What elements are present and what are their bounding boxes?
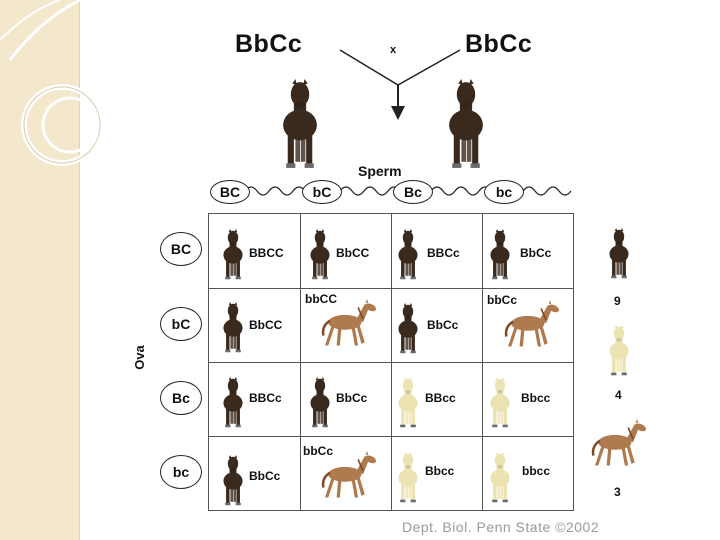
grid-line [209,362,573,363]
sperm-gamete: bc [484,180,524,204]
ova-gamete: bC [160,307,202,341]
cell-genotype: Bbcc [521,391,551,405]
cell-genotype: bbCc [303,444,333,458]
ova-gamete: Bc [160,381,202,415]
phenotype-count: 3 [614,485,621,499]
cell-genotype: BBcc [425,391,456,405]
decorative-swirl [0,0,103,166]
cell-genotype: bbcc [522,464,551,478]
cell-genotype: BBCc [427,246,460,260]
horse-summary [590,416,648,477]
horse-offspring [503,297,561,358]
horse-offspring [395,452,421,509]
phenotype-count: 9 [614,294,621,308]
sperm-tails [244,186,572,196]
sperm-gamete: bC [302,180,342,204]
sperm-gamete: Bc [393,180,433,204]
horse-offspring [220,377,246,434]
cell-genotype: BbCc [336,391,368,405]
horse-offspring [307,229,333,286]
mother-genotype: BbCc [235,30,303,58]
horse-offspring [307,377,333,434]
sperm-title: Sperm [358,163,402,179]
cell-genotype: bbCc [487,293,517,307]
horse-offspring [395,303,421,360]
horse-parent-mother [277,76,323,179]
cross-sign: x [390,44,397,56]
cell-genotype: Bbcc [425,464,455,478]
horse-summary [606,325,632,382]
grid-line [209,288,573,289]
horse-offspring [487,229,513,286]
cell-genotype: BbCC [336,246,370,260]
cell-genotype: bbCC [305,292,337,306]
horse-offspring [487,452,513,509]
horse-parent-father [443,76,489,179]
horse-offspring [395,377,421,434]
ova-gamete: BC [160,232,202,266]
horse-offspring [395,229,421,286]
phenotype-count: 4 [615,388,622,402]
sperm-gametes: BC bC Bc bc [205,176,575,206]
cell-genotype: BbCc [427,318,459,332]
cross-arrows [339,49,461,120]
cell-genotype: BbCc [520,246,552,260]
father-genotype: BbCc [465,30,533,58]
horse-offspring [320,448,378,509]
horse-offspring [487,377,513,434]
horse-summary [606,228,632,285]
credit-line: Dept. Biol. Penn State ©2002 [402,519,600,535]
punnett-square [208,213,574,511]
horse-offspring [220,302,246,359]
sperm-gamete: BC [210,180,250,204]
cell-genotype: BBCC [249,246,284,260]
cell-genotype: BBCc [249,391,282,405]
cell-genotype: BbCC [249,318,283,332]
horse-offspring [220,229,246,286]
grid-line [209,436,573,437]
horse-offspring [320,296,378,357]
ova-title: Ova [131,345,147,370]
ova-gamete: bc [160,455,202,489]
cell-genotype: BbCc [249,469,281,483]
horse-offspring [220,455,246,512]
